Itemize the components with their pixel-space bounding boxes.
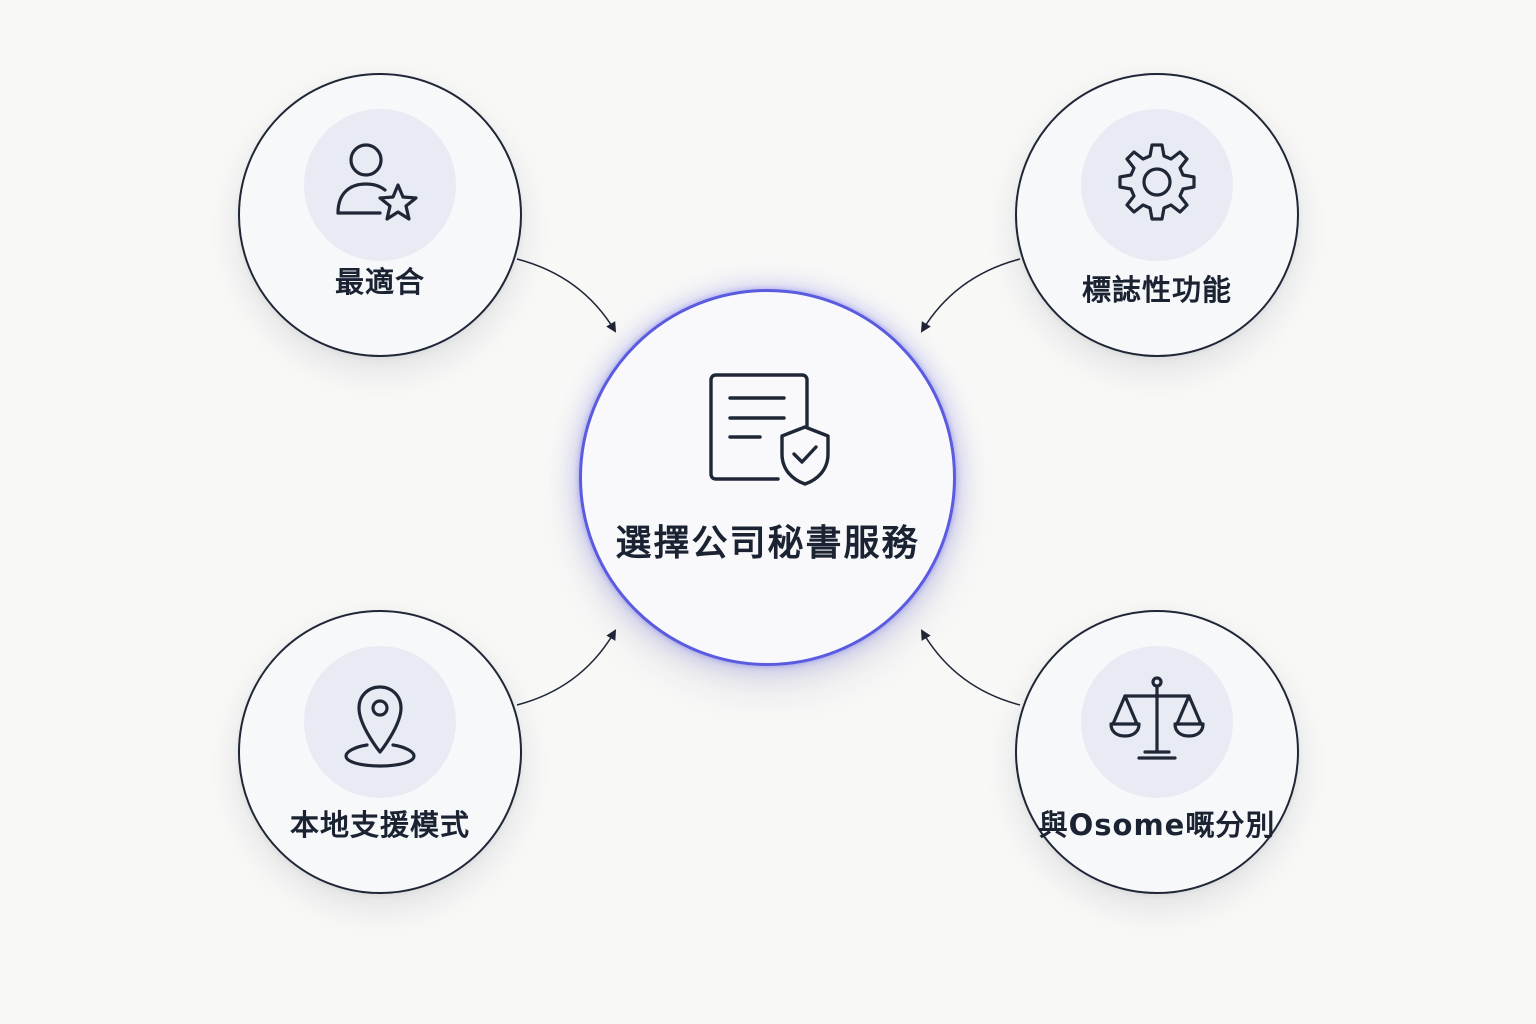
icon-background bbox=[1081, 109, 1233, 261]
node-label: 本地支援模式 bbox=[289, 808, 470, 842]
arrow-features-to-center bbox=[920, 258, 1021, 333]
icon-background bbox=[1081, 646, 1233, 798]
node-best-fit: 最適合 bbox=[238, 73, 522, 357]
location-pin-icon bbox=[344, 685, 416, 768]
balance-scale-icon bbox=[1109, 676, 1205, 760]
node-local-support: 本地支援模式 bbox=[238, 610, 522, 894]
node-label: 最適合 bbox=[334, 265, 425, 299]
icon-background bbox=[304, 109, 456, 261]
node-label: 標誌性功能 bbox=[1081, 273, 1232, 307]
center-label: 選擇公司秘書服務 bbox=[615, 523, 920, 564]
node-features: 標誌性功能 bbox=[1015, 73, 1299, 357]
node-label: 與Osome嘅分別 bbox=[1038, 808, 1276, 842]
node-difference: 與Osome嘅分別 bbox=[1015, 610, 1299, 894]
icon-background bbox=[304, 646, 456, 798]
arrow-difference-to-center bbox=[920, 629, 1021, 706]
gear-icon bbox=[1118, 143, 1196, 221]
center-node: 選擇公司秘書服務 bbox=[579, 289, 956, 666]
document-shield-check-icon bbox=[709, 373, 830, 486]
arrow-best-fit-to-center bbox=[516, 258, 617, 333]
arrow-local-support-to-center bbox=[516, 629, 617, 706]
user-star-icon bbox=[336, 143, 418, 221]
